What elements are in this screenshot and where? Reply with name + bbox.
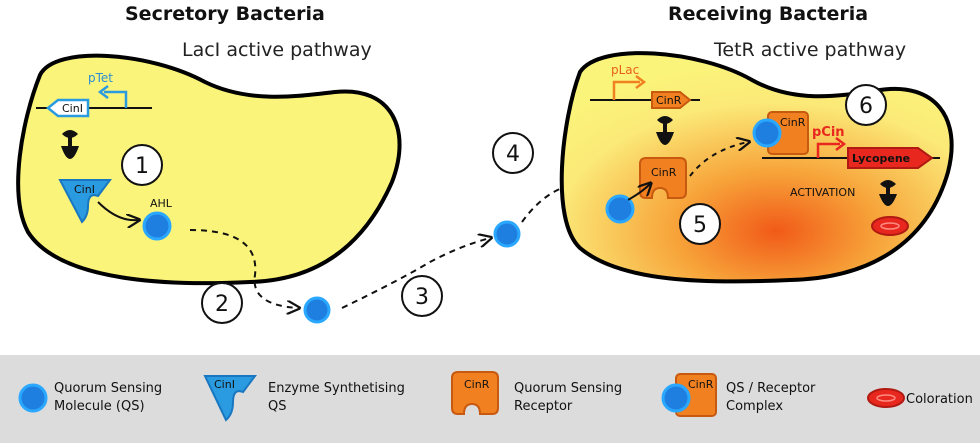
step-2-badge <box>201 282 243 324</box>
cinr-gene-label: CinR <box>656 94 682 107</box>
legend-item-complex: CinR QS / Receptor Complex <box>661 373 816 417</box>
secretory-subtitle: LacI active pathway <box>182 39 372 61</box>
secretory-cell-body <box>16 53 402 286</box>
dashed-arrow-1 <box>189 229 298 308</box>
step-4-badge <box>492 132 534 174</box>
legend-complex-icon-label: CinR <box>688 378 714 391</box>
step-5-badge <box>679 203 721 245</box>
receiving-title: Receiving Bacteria <box>668 3 868 25</box>
cinr-receptor-label: CinR <box>651 166 677 179</box>
legend-complex-line1: QS / Receptor <box>726 381 816 396</box>
ahl-molecule <box>142 211 172 241</box>
synthesis-arrow <box>97 201 138 220</box>
legend-item-coloration: Coloration <box>867 388 973 408</box>
cini-enzyme-icon <box>58 179 112 224</box>
complex-qs-icon <box>661 383 691 413</box>
cinr-gene <box>651 91 692 109</box>
enzyme-icon <box>203 375 257 422</box>
secretory-bacteria: Secretory Bacteria LacI active pathway C… <box>16 3 402 286</box>
step-6-badge <box>845 84 887 126</box>
lycopene-gene <box>847 147 934 169</box>
cini-gene-label: CinI <box>62 102 83 115</box>
cini-enzyme-label: CinI <box>74 183 95 196</box>
lycopene-label: Lycopene <box>852 152 910 165</box>
step-5-label: 5 <box>693 213 707 238</box>
binding-arrow <box>627 184 650 201</box>
receiving-subtitle: TetR active pathway <box>713 39 906 61</box>
step-1-badge <box>121 144 163 186</box>
legend-item-receptor: CinR Quorum Sensing Receptor <box>451 371 622 415</box>
legend: Quorum Sensing Molecule (QS) CinI Enzyme… <box>0 355 980 443</box>
legend-coloration-line1: Coloration <box>906 392 973 407</box>
qs-molecule-transit-1 <box>303 296 331 324</box>
coloration-icon <box>867 388 905 408</box>
step-3-label: 3 <box>415 285 429 310</box>
step-6-label: 6 <box>859 94 873 119</box>
dashed-arrow-complex <box>689 142 748 177</box>
legend-enzyme-line1: Enzyme Synthetising <box>268 381 405 396</box>
receiving-bacteria: Receiving Bacteria TetR active pathway p… <box>559 3 954 284</box>
transit-path: 2 3 4 <box>189 132 608 324</box>
step-4-label: 4 <box>506 142 520 167</box>
legend-receptor-line1: Quorum Sensing <box>514 381 622 396</box>
legend-item-qs-molecule: Quorum Sensing Molecule (QS) <box>18 381 162 414</box>
complex-label: CinR <box>780 116 806 129</box>
qs-molecule-icon <box>18 383 48 413</box>
legend-qs-line1: Quorum Sensing <box>54 381 162 396</box>
cini-gene <box>45 98 90 118</box>
qs-molecule-receiving <box>605 194 635 224</box>
qs-molecule-transit-2 <box>493 220 521 248</box>
legend-enzyme-line2: QS <box>268 399 286 414</box>
ptet-promoter-arrow <box>104 90 128 108</box>
receptor-icon <box>451 371 499 415</box>
step-3-badge <box>401 275 443 317</box>
legend-receptor-icon-label: CinR <box>464 378 490 391</box>
legend-receptor-line2: Receptor <box>514 399 573 414</box>
pcin-label: pCin <box>812 125 845 140</box>
step-2-label: 2 <box>215 292 229 317</box>
complex-qs-molecule <box>752 118 782 148</box>
legend-item-enzyme: CinI Enzyme Synthetising QS <box>203 375 405 422</box>
ptet-label: pTet <box>88 71 113 85</box>
plac-promoter-arrow <box>612 80 640 100</box>
legend-enzyme-icon-label: CinI <box>214 378 235 391</box>
ahl-label: AHL <box>150 197 173 210</box>
step-1-label: 1 <box>135 154 149 179</box>
legend-qs-line2: Molecule (QS) <box>54 399 145 414</box>
plac-label: pLac <box>611 63 639 77</box>
activation-label: ACTIVATION <box>790 186 855 199</box>
legend-complex-line2: Complex <box>726 399 783 414</box>
secretory-title: Secretory Bacteria <box>125 3 325 25</box>
dashed-arrow-2 <box>341 238 490 309</box>
coloration-blob <box>871 216 909 236</box>
pcin-promoter-arrow <box>816 142 840 158</box>
